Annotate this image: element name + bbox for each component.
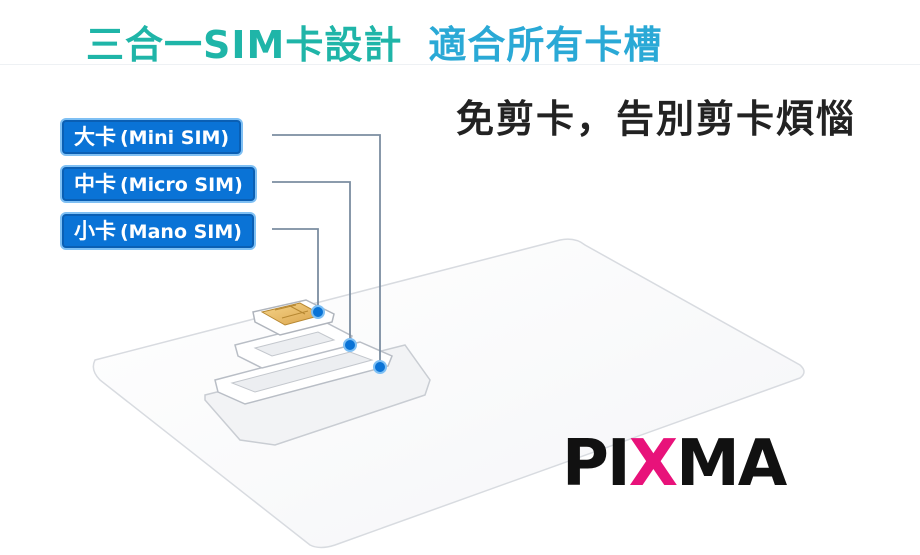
label-nano-sim-en: (Mano SIM): [120, 221, 242, 243]
label-micro-sim-cn: 中卡: [74, 172, 116, 196]
sim-card-body: [92, 238, 805, 549]
label-micro-sim-en: (Micro SIM): [120, 174, 243, 196]
label-nano-sim-cn: 小卡: [74, 219, 116, 243]
label-micro-sim: 中卡(Micro SIM): [62, 167, 255, 201]
headline: 三合一SIM卡設計適合所有卡槽: [86, 14, 662, 69]
label-nano-sim: 小卡(Mano SIM): [62, 214, 254, 248]
connector-mini: [272, 134, 381, 367]
marker-nano-dot: [311, 305, 325, 319]
logo-post: MA: [676, 427, 787, 501]
label-mini-sim: 大卡(Mini SIM): [62, 120, 242, 154]
header-divider: [0, 64, 920, 65]
logo-pre: PI: [562, 427, 631, 501]
logo-x: X: [628, 427, 678, 501]
headline-part1: 三合一SIM卡設計: [86, 23, 403, 67]
marker-micro-dot: [343, 338, 357, 352]
headline-part2: 適合所有卡槽: [428, 23, 663, 67]
subline: 免剪卡，告別剪卡煩惱: [456, 97, 857, 141]
label-mini-sim-en: (Mini SIM): [120, 127, 230, 149]
connector-nano: [272, 228, 319, 312]
pixma-logo: PIXMA: [562, 432, 787, 496]
label-mini-sim-cn: 大卡: [74, 125, 116, 149]
connector-micro: [272, 181, 351, 345]
marker-mini-dot: [373, 360, 387, 374]
